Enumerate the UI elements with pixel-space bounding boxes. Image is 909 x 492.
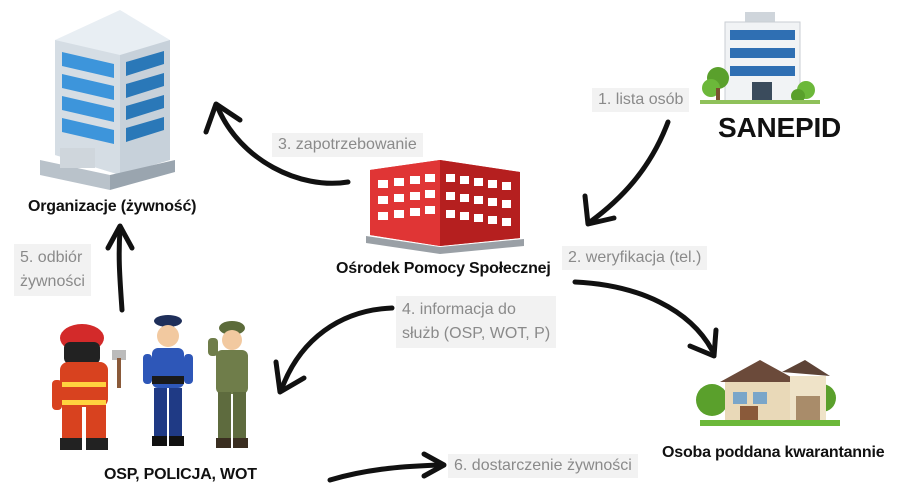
office-tower-icon [40,10,175,190]
step-3-label: 3. zapotrzebowanie [272,133,423,157]
arrow-ops-to-services [273,305,395,395]
step-4-label: 4. informacja do służb (OSP, WOT, P) [396,296,557,348]
step-5-line-2: żywności [20,273,85,290]
firefighter-icon [52,324,126,450]
police-officer-icon [143,315,193,446]
step-6-label: 6. dostarczenie żywności [448,454,638,478]
red-building-icon [366,160,524,254]
label-organizacje: Organizacje (żywność) [28,198,197,215]
arrow-ops-to-quarantine [572,279,719,359]
step-4-line-1: 4. informacja do [402,301,516,318]
label-quarantine: Osoba poddana kwarantannie [662,444,885,461]
arrow-services-to-organizacje [105,223,135,313]
office-building-icon [700,12,820,104]
arrow-services-to-quarantine [327,451,447,483]
step-2-label: 2. weryfikacja (tel.) [562,246,708,270]
arrow-sanepid-to-ops [582,119,671,227]
step-4-line-2: służb (OSP, WOT, P) [402,325,551,342]
step-5-label: 5. odbiór żywności [14,244,91,296]
label-services: OSP, POLICJA, WOT [104,466,257,483]
arrow-ops-to-organizacje [203,101,351,186]
label-ops: Ośrodek Pomocy Społecznej [336,260,551,277]
soldier-icon [208,321,248,448]
label-sanepid: SANEPID [718,112,842,143]
step-1-label: 1. lista osób [592,88,690,112]
step-5-line-1: 5. odbiór [20,249,83,266]
house-icon [696,360,840,426]
